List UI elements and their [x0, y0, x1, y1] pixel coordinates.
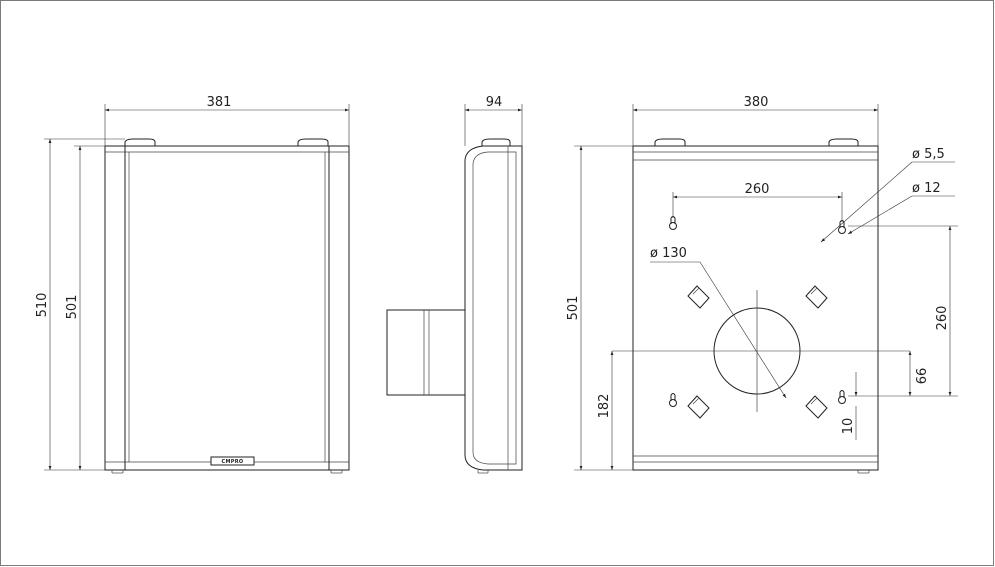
front-view: CMPRO 381 510 501 [35, 95, 350, 474]
rear-cabinet [632, 145, 879, 471]
keyhole-bottom-right [838, 390, 846, 404]
keyhole-top-left [669, 216, 677, 230]
keyhole-offset-label: 10 [841, 418, 856, 435]
lower-offset-label: 66 [915, 368, 930, 385]
keyhole-diameter-label: ø 12 [912, 181, 941, 196]
front-height-total-label: 510 [35, 293, 50, 318]
side-depth-label: 94 [486, 95, 503, 110]
brand-badge [210, 456, 255, 466]
mount-tab-top-right [805, 285, 828, 309]
mount-tab-top-left [687, 285, 710, 309]
brand-label: CMPRO [222, 459, 244, 465]
rear-view: ø 130 380 260 ø 5,5 ø 12 501 182 260 [566, 95, 958, 474]
front-width-label: 381 [207, 95, 232, 110]
mount-tab-bottom-left [687, 395, 710, 419]
side-view: 94 [386, 95, 523, 474]
rear-hole-spacing-h-label: 260 [745, 182, 770, 197]
keyhole-top-right [838, 220, 846, 234]
mount-tab-bottom-right [805, 395, 828, 419]
rear-width-label: 380 [744, 95, 769, 110]
port-diameter-label: ø 130 [650, 246, 687, 261]
port-height-label: 182 [597, 394, 612, 419]
keyhole-bottom-left [669, 393, 677, 407]
front-cabinet [104, 145, 350, 471]
rear-height-label: 501 [566, 296, 581, 321]
screw-diameter-label: ø 5,5 [912, 147, 945, 162]
rear-hole-spacing-v-label: 260 [935, 306, 950, 331]
front-height-body-label: 501 [65, 295, 80, 320]
side-cabinet [464, 145, 523, 471]
side-port-tube [386, 309, 466, 396]
